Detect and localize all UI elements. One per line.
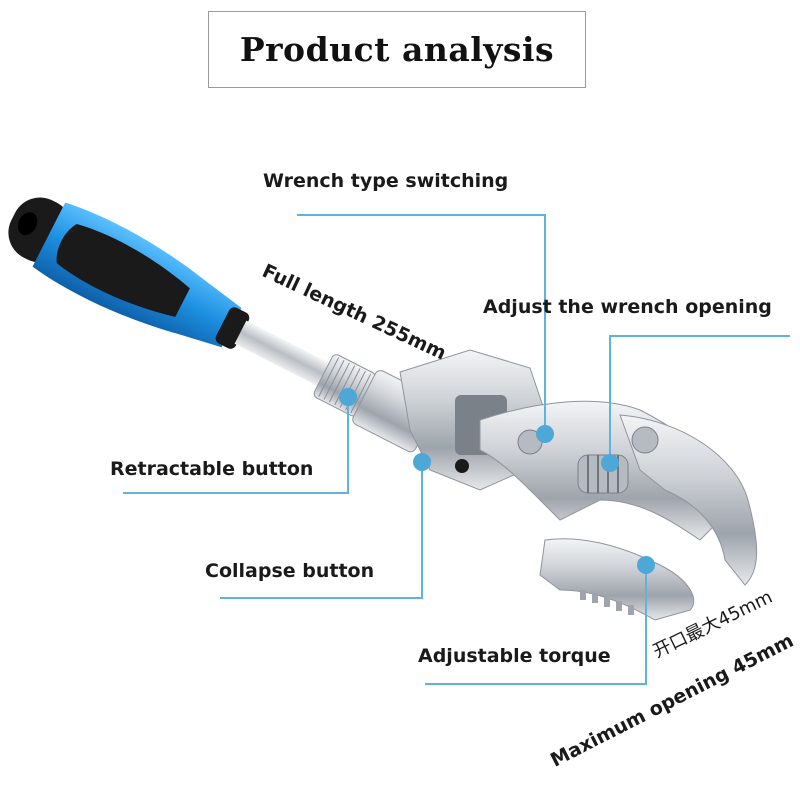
title-box: Product analysis xyxy=(208,11,586,88)
label-collapse-button: Collapse button xyxy=(205,560,375,582)
marker-collapse xyxy=(413,453,431,471)
label-wrench-type-switching: Wrench type switching xyxy=(263,170,509,192)
leader-lines xyxy=(123,214,790,685)
marker-adjustable-torque xyxy=(637,556,655,574)
page-title: Product analysis xyxy=(239,30,555,69)
leader-retractable xyxy=(123,400,349,494)
marker-retractable xyxy=(339,388,357,406)
marker-adjust-opening xyxy=(601,454,619,472)
label-adjust-opening: Adjust the wrench opening xyxy=(483,296,772,318)
label-adjustable-torque: Adjustable torque xyxy=(418,645,611,667)
label-retractable-button: Retractable button xyxy=(110,458,314,480)
markers xyxy=(339,388,655,574)
leader-adjustable-torque xyxy=(425,565,647,685)
wrench-head xyxy=(399,349,758,621)
leader-wrench-type xyxy=(297,214,546,434)
leader-collapse xyxy=(220,462,423,599)
leader-adjust-opening xyxy=(609,335,790,463)
marker-wrench-type xyxy=(536,425,554,443)
